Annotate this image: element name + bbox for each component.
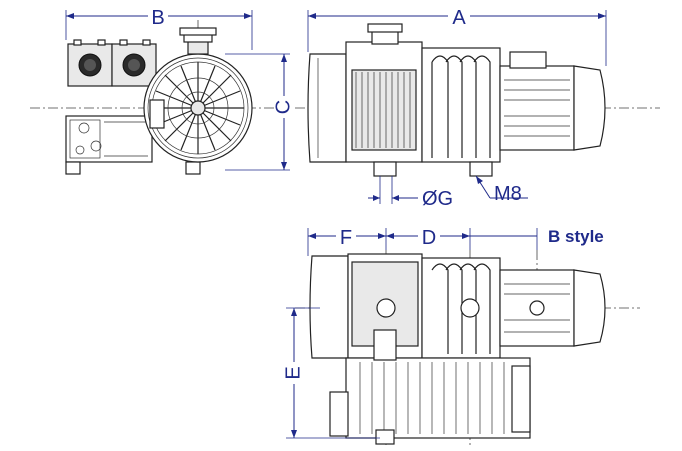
- side-view: [295, 23, 660, 177]
- dimension-c: C: [225, 53, 294, 171]
- b-style-view: [295, 250, 640, 445]
- end-view: [30, 20, 280, 175]
- thread-callout: M8: [475, 175, 528, 205]
- dim-e-label: E: [282, 366, 304, 379]
- dim-f-label: F: [340, 227, 352, 249]
- dimension-e: E: [282, 307, 380, 439]
- dimension-f: F: [307, 226, 387, 256]
- housing-fins: [359, 362, 505, 434]
- dim-b-label: B: [151, 7, 164, 29]
- dim-c-label: C: [272, 100, 294, 114]
- dim-g-label: ØG: [422, 188, 453, 210]
- body-fins: [355, 72, 411, 148]
- dimension-b: B: [65, 6, 253, 50]
- dimension-g: ØG: [368, 176, 453, 210]
- dimension-a: A: [307, 6, 607, 66]
- dim-d-label: D: [422, 227, 436, 249]
- dim-a-label: A: [452, 7, 466, 29]
- variant-label: B style: [548, 227, 604, 246]
- motor-fins: [504, 79, 570, 137]
- thread-label: M8: [494, 183, 522, 205]
- dimension-d: D: [386, 226, 538, 250]
